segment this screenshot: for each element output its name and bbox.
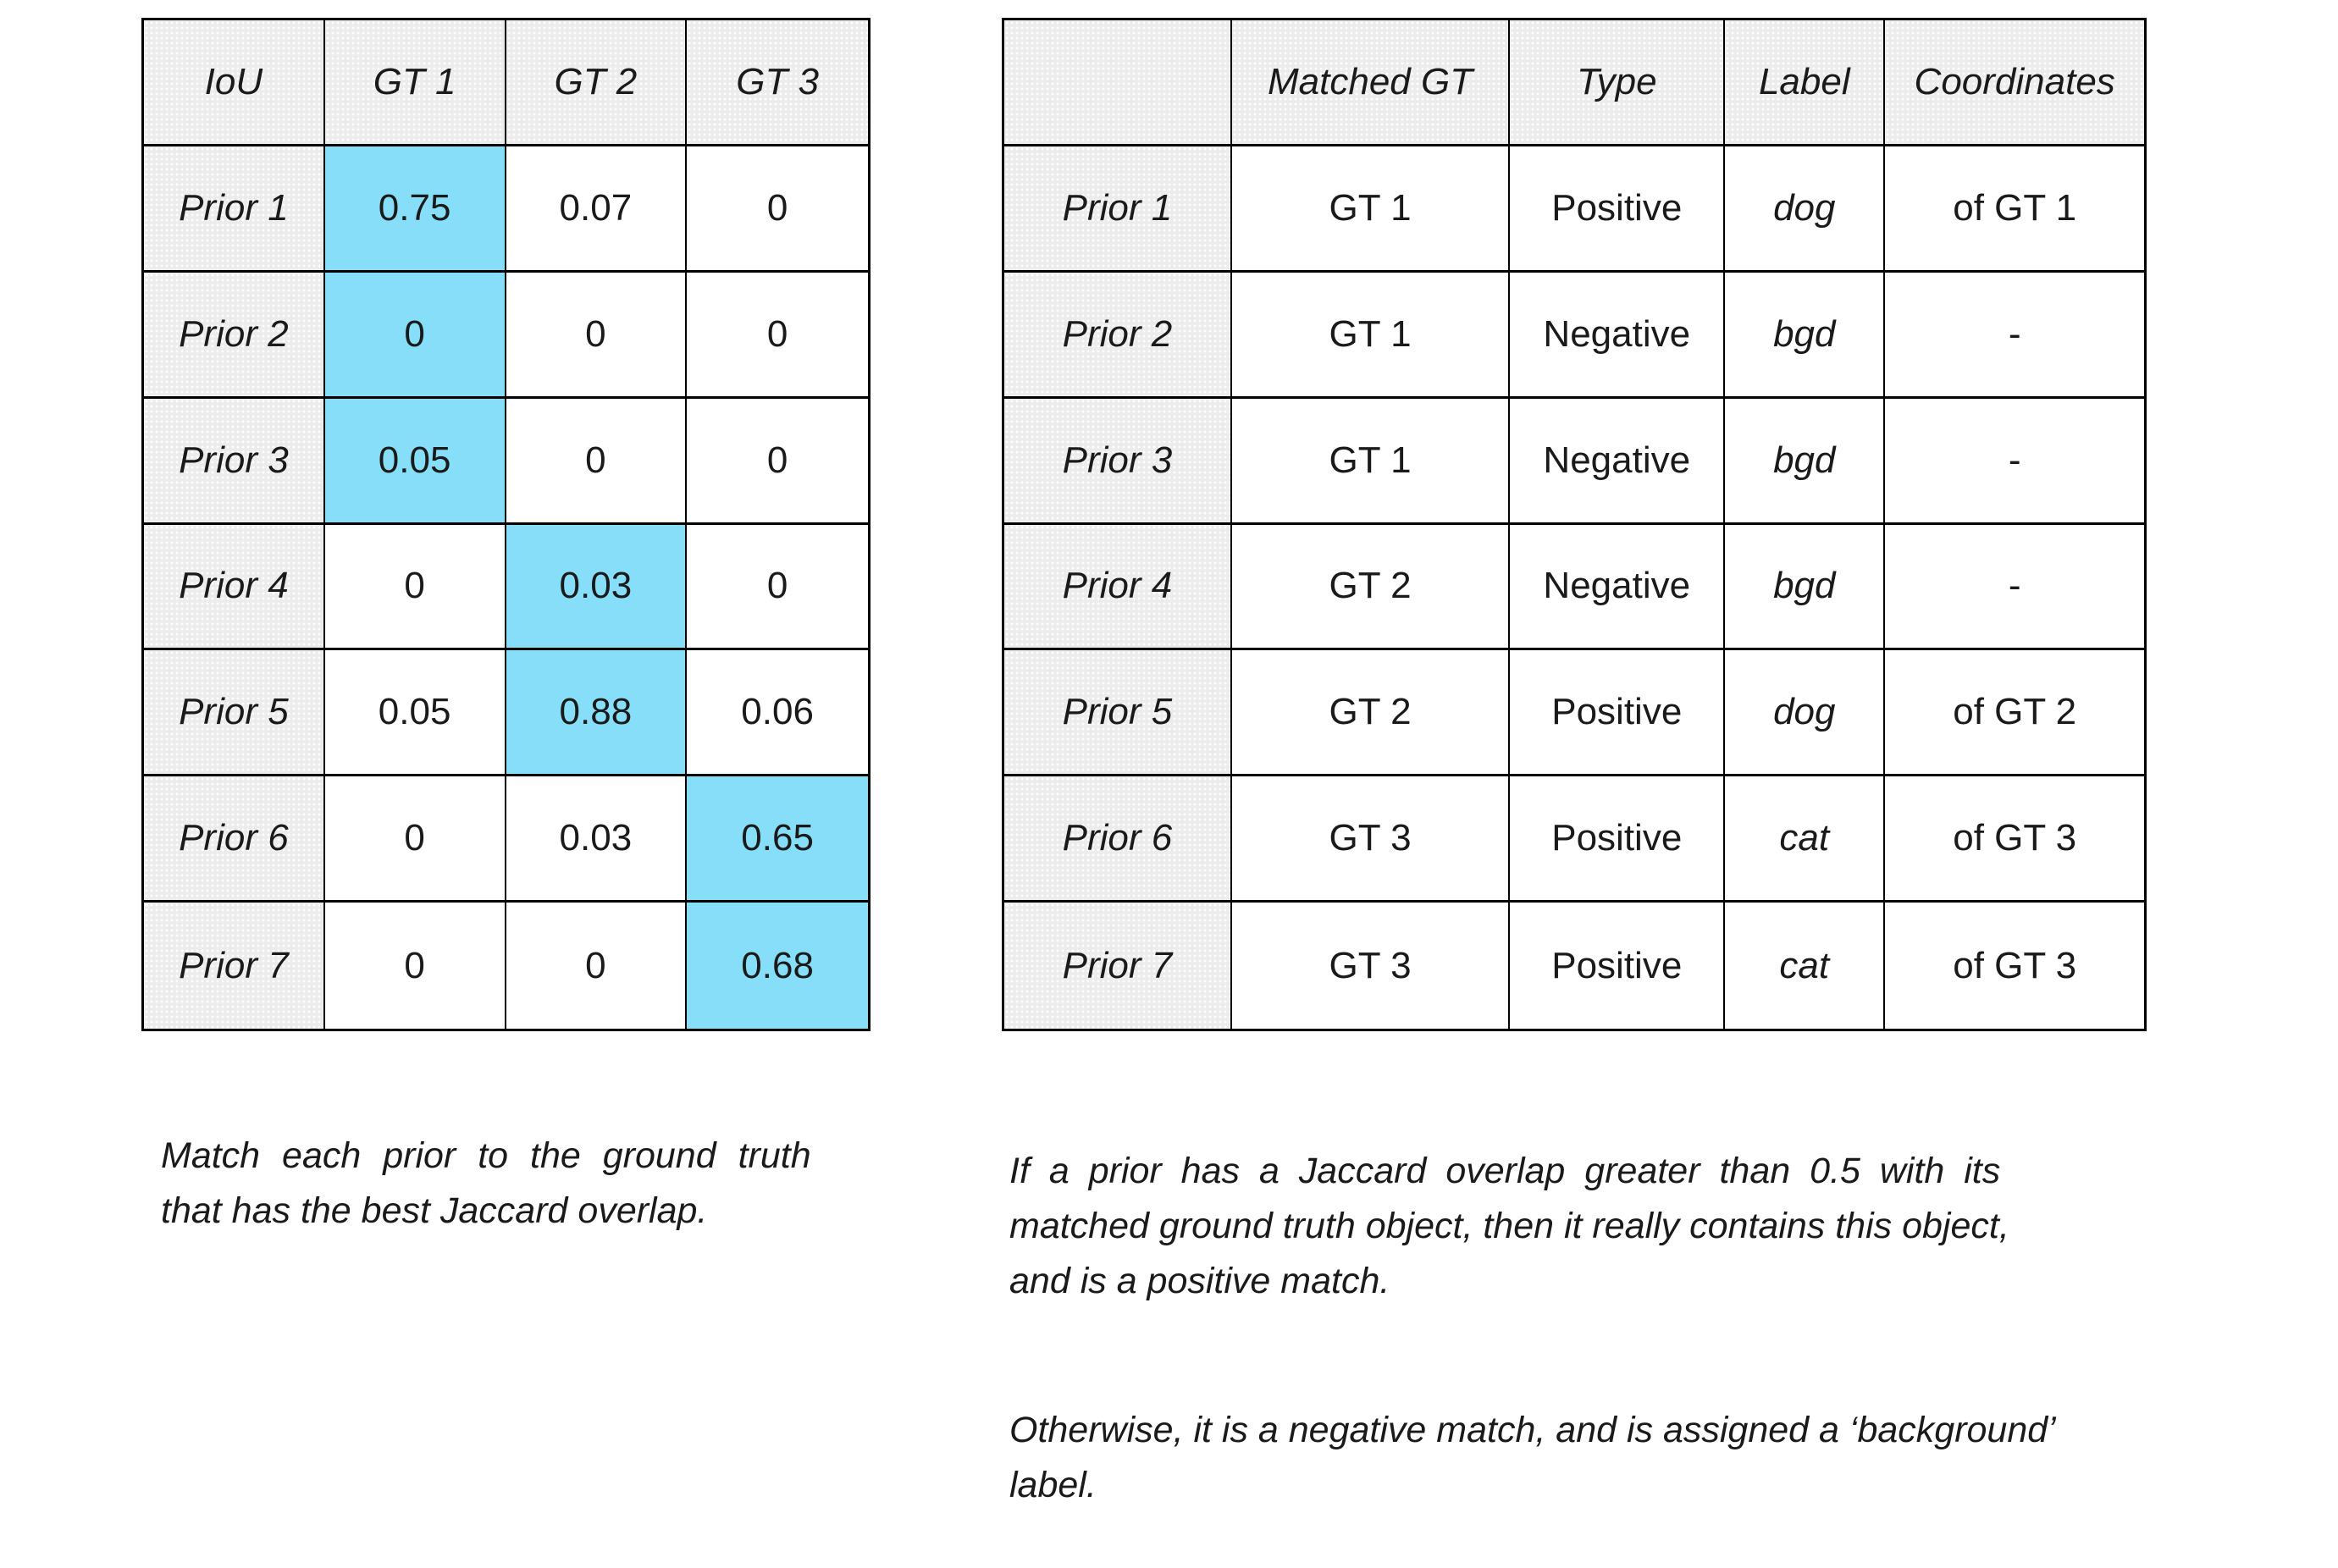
class-label-cell: bgd bbox=[1725, 524, 1886, 651]
right-table-caption: If a prior has a Jaccard overlap greater… bbox=[1009, 1089, 2178, 1568]
iou-value-cell-highlighted: 0.88 bbox=[506, 650, 688, 777]
matched-gt-cell: GT 2 bbox=[1231, 650, 1511, 777]
column-header: IoU bbox=[144, 20, 325, 146]
iou-value-cell: 0 bbox=[687, 398, 868, 525]
iou-value-cell-highlighted: 0.68 bbox=[687, 903, 868, 1029]
row-label-cell: Prior 7 bbox=[144, 903, 325, 1029]
class-label-cell: dog bbox=[1725, 650, 1886, 777]
row-label-cell: Prior 1 bbox=[144, 146, 325, 273]
coordinates-cell: of GT 1 bbox=[1885, 146, 2144, 273]
coordinates-cell: of GT 2 bbox=[1885, 650, 2144, 777]
iou-value-cell: 0.07 bbox=[506, 146, 688, 273]
coordinates-cell: - bbox=[1885, 272, 2144, 399]
iou-value-cell: 0.06 bbox=[687, 650, 868, 777]
row-label-cell: Prior 1 bbox=[1004, 146, 1232, 273]
iou-value-cell: 0 bbox=[324, 776, 506, 903]
row-label-cell: Prior 5 bbox=[1004, 650, 1232, 777]
column-header: Type bbox=[1510, 20, 1726, 146]
iou-value-cell: 0 bbox=[687, 146, 868, 273]
corner-header-cell bbox=[1004, 20, 1232, 146]
type-cell: Positive bbox=[1510, 146, 1726, 273]
type-cell: Positive bbox=[1510, 903, 1726, 1029]
column-header: Matched GT bbox=[1231, 20, 1511, 146]
iou-value-cell: 0.05 bbox=[324, 650, 506, 777]
iou-value-cell-highlighted: 0.03 bbox=[506, 524, 688, 651]
iou-value-cell: 0 bbox=[506, 398, 688, 525]
coordinates-cell: of GT 3 bbox=[1885, 776, 2144, 903]
matched-gt-cell: GT 3 bbox=[1231, 903, 1511, 1029]
column-header: GT 1 bbox=[324, 20, 506, 146]
row-label-cell: Prior 2 bbox=[144, 272, 325, 399]
row-label-cell: Prior 6 bbox=[1004, 776, 1232, 903]
right-caption-paragraph-2: Otherwise, it is a negative match, and i… bbox=[1009, 1410, 2056, 1505]
row-label-cell: Prior 3 bbox=[1004, 398, 1232, 525]
row-label-cell: Prior 4 bbox=[1004, 524, 1232, 651]
iou-value-cell: 0 bbox=[687, 272, 868, 399]
row-label-cell: Prior 4 bbox=[144, 524, 325, 651]
type-cell: Negative bbox=[1510, 524, 1726, 651]
matched-gt-cell: GT 1 bbox=[1231, 272, 1511, 399]
row-label-cell: Prior 2 bbox=[1004, 272, 1232, 399]
iou-value-cell-highlighted: 0.05 bbox=[324, 398, 506, 525]
class-label-cell: dog bbox=[1725, 146, 1886, 273]
class-label-cell: cat bbox=[1725, 903, 1886, 1029]
row-label-cell: Prior 7 bbox=[1004, 903, 1232, 1029]
iou-value-cell: 0 bbox=[506, 272, 688, 399]
coordinates-cell: of GT 3 bbox=[1885, 903, 2144, 1029]
type-cell: Positive bbox=[1510, 650, 1726, 777]
left-table-caption: Match each prior to the ground truth tha… bbox=[161, 1135, 811, 1231]
row-label-cell: Prior 3 bbox=[144, 398, 325, 525]
right-caption-paragraph-1: If a prior has a Jaccard overlap greater… bbox=[1009, 1151, 2009, 1301]
iou-value-cell: 0 bbox=[687, 524, 868, 651]
coordinates-cell: - bbox=[1885, 398, 2144, 525]
column-header: GT 2 bbox=[506, 20, 688, 146]
matched-gt-cell: GT 1 bbox=[1231, 398, 1511, 525]
matched-gt-cell: GT 2 bbox=[1231, 524, 1511, 651]
class-label-cell: bgd bbox=[1725, 272, 1886, 399]
iou-value-cell-highlighted: 0 bbox=[324, 272, 506, 399]
coordinates-cell: - bbox=[1885, 524, 2144, 651]
matched-gt-cell: GT 3 bbox=[1231, 776, 1511, 903]
class-label-cell: cat bbox=[1725, 776, 1886, 903]
iou-value-cell-highlighted: 0.75 bbox=[324, 146, 506, 273]
matched-gt-cell: GT 1 bbox=[1231, 146, 1511, 273]
type-cell: Positive bbox=[1510, 776, 1726, 903]
type-cell: Negative bbox=[1510, 398, 1726, 525]
iou-value-cell: 0 bbox=[506, 903, 688, 1029]
iou-value-cell-highlighted: 0.65 bbox=[687, 776, 868, 903]
iou-value-cell: 0.03 bbox=[506, 776, 688, 903]
iou-value-cell: 0 bbox=[324, 903, 506, 1029]
column-header: Coordinates bbox=[1885, 20, 2144, 146]
row-label-cell: Prior 5 bbox=[144, 650, 325, 777]
type-cell: Negative bbox=[1510, 272, 1726, 399]
column-header: GT 3 bbox=[687, 20, 868, 146]
row-label-cell: Prior 6 bbox=[144, 776, 325, 903]
class-label-cell: bgd bbox=[1725, 398, 1886, 525]
column-header: Label bbox=[1725, 20, 1886, 146]
iou-value-cell: 0 bbox=[324, 524, 506, 651]
